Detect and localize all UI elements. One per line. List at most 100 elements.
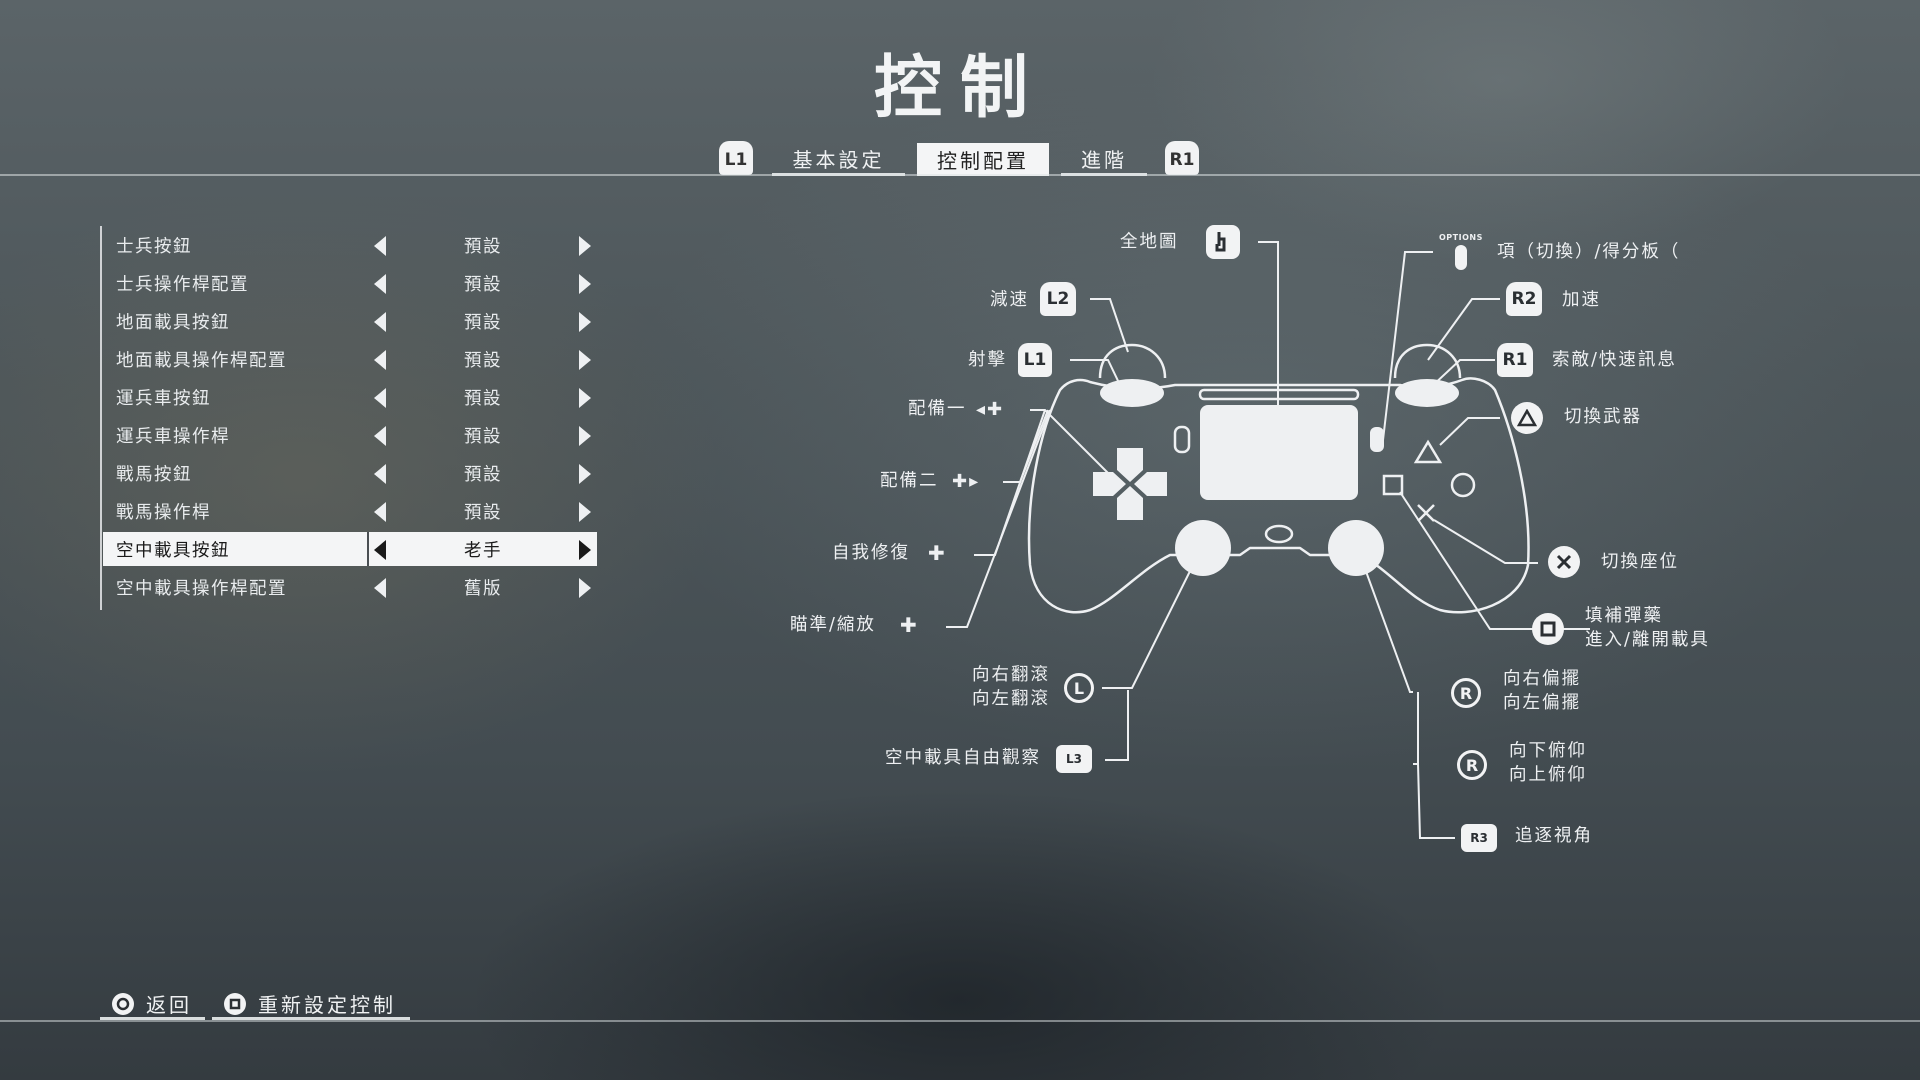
row-value: 預設: [464, 502, 502, 523]
row-label: 士兵按鈕: [116, 236, 192, 257]
arrow-right-icon[interactable]: [579, 464, 591, 484]
row-label: 運兵車操作桿: [116, 426, 230, 447]
menu-row-transport-sticks[interactable]: 運兵車操作桿 預設: [103, 418, 597, 452]
label-pitch-up: 向上俯仰: [1509, 765, 1587, 785]
row-value: 預設: [464, 464, 502, 485]
label-lstick-right: 向右翻滾: [972, 665, 1050, 685]
tab-prev-l1-badge[interactable]: L1: [719, 141, 753, 175]
label-lstick-left: 向左翻滾: [972, 689, 1050, 709]
row-label: 士兵操作桿配置: [116, 274, 249, 295]
menu-row-horse-sticks[interactable]: 戰馬操作桿 預設: [103, 494, 597, 528]
leader-r1: [1429, 359, 1495, 389]
reset-label: 重新設定控制: [258, 993, 396, 1017]
row-value: 預設: [464, 388, 502, 409]
arrow-right-icon[interactable]: [579, 236, 591, 256]
label-l2: 減速: [990, 290, 1029, 310]
square-button-shape: [1382, 474, 1404, 496]
arrow-left-icon[interactable]: [374, 274, 386, 294]
menu-row-soldier-sticks[interactable]: 士兵操作桿配置 預設: [103, 266, 597, 300]
leader-rstick: [1359, 554, 1413, 693]
row-value: 舊版: [464, 578, 502, 599]
back-button[interactable]: 返回: [100, 990, 205, 1020]
arrow-right-icon[interactable]: [579, 388, 591, 408]
leader-cross: [1433, 519, 1538, 564]
dpad-left-icon: ◂✚: [976, 399, 1005, 420]
arrow-right-icon[interactable]: [579, 426, 591, 446]
right-stick-shape: [1328, 520, 1384, 576]
l3-badge-icon: L3: [1056, 745, 1092, 773]
row-value: 預設: [464, 350, 502, 371]
menu-row-ground-vehicle-sticks[interactable]: 地面載具操作桿配置 預設: [103, 342, 597, 376]
arrow-left-icon[interactable]: [374, 578, 386, 598]
arrow-right-icon[interactable]: [579, 350, 591, 370]
l1-bumper-shape: [1100, 379, 1164, 407]
arrow-right-icon[interactable]: [579, 312, 591, 332]
cross-button-shape: [1417, 504, 1435, 522]
r1-badge-icon: R1: [1497, 343, 1533, 377]
menu-row-ground-vehicle-buttons[interactable]: 地面載具按鈕 預設: [103, 304, 597, 338]
menu-row-air-vehicle-buttons[interactable]: 空中載具按鈕 老手: [103, 532, 597, 566]
arrow-left-icon[interactable]: [374, 350, 386, 370]
label-r3: 追逐視角: [1515, 826, 1593, 846]
row-value: 預設: [464, 236, 502, 257]
arrow-left-icon[interactable]: [374, 312, 386, 332]
footer-divider: [0, 1020, 1920, 1022]
row-divider: [367, 532, 369, 566]
right-stick-pitch-icon: R: [1457, 750, 1487, 780]
label-yaw-left: 向左偏擺: [1503, 693, 1581, 713]
arrow-left-icon[interactable]: [374, 388, 386, 408]
arrow-left-icon[interactable]: [374, 464, 386, 484]
menu-row-transport-buttons[interactable]: 運兵車按鈕 預設: [103, 380, 597, 414]
leader-dpad-down: [946, 409, 1051, 628]
arrow-right-icon[interactable]: [579, 578, 591, 598]
circle-button-shape: [1450, 472, 1476, 498]
row-label: 地面載具按鈕: [116, 312, 230, 333]
arrow-left-icon[interactable]: [374, 236, 386, 256]
leader-r2: [1427, 298, 1500, 361]
left-stick-icon: L: [1064, 673, 1094, 703]
label-r1: 索敵/快速訊息: [1552, 350, 1677, 370]
menu-row-soldier-buttons[interactable]: 士兵按鈕 預設: [103, 228, 597, 262]
menu-row-horse-buttons[interactable]: 戰馬按鈕 預設: [103, 456, 597, 490]
page-title: 控制: [873, 49, 1046, 128]
arrow-left-icon[interactable]: [374, 540, 386, 560]
triangle-button-shape: [1413, 439, 1443, 464]
reset-controls-button[interactable]: 重新設定控制: [212, 990, 410, 1020]
r3-badge-icon: R3: [1461, 824, 1497, 852]
label-r2: 加速: [1562, 290, 1601, 310]
row-value: 預設: [464, 312, 502, 333]
arrow-left-icon[interactable]: [374, 502, 386, 522]
l2-trigger-shape: [1098, 343, 1167, 379]
triangle-button-icon: [1511, 402, 1543, 434]
controller-outline: [1027, 377, 1530, 614]
arrow-left-icon[interactable]: [374, 426, 386, 446]
leader-touchpad: [1258, 241, 1279, 440]
leader-triangle: [1439, 417, 1500, 446]
r2-badge-icon: R2: [1506, 282, 1542, 316]
leader-options: [1382, 251, 1433, 441]
row-value: 預設: [464, 274, 502, 295]
label-dpad-up: 自我修復: [832, 543, 910, 563]
ps-button-shape: [1264, 524, 1294, 544]
square-button-icon: [1532, 613, 1564, 645]
label-dpad-down: 瞄準/縮放: [790, 615, 876, 635]
arrow-right-icon[interactable]: [579, 502, 591, 522]
l2-badge-icon: L2: [1040, 282, 1076, 316]
menu-row-air-vehicle-sticks[interactable]: 空中載具操作桿配置 舊版: [103, 570, 597, 604]
leader-l3: [1105, 690, 1129, 761]
dpad-down-icon: ✚: [900, 613, 919, 637]
arrow-right-icon[interactable]: [579, 274, 591, 294]
row-label: 戰馬操作桿: [116, 502, 211, 523]
tab-next-r1-badge[interactable]: R1: [1165, 141, 1199, 175]
right-stick-yaw-icon: R: [1451, 678, 1481, 708]
dpad-right-icon: ✚▸: [952, 471, 981, 492]
leader-lstick: [1102, 554, 1199, 689]
menu-left-border: [100, 226, 102, 610]
label-pitch-down: 向下俯仰: [1509, 741, 1587, 761]
r2-trigger-shape: [1393, 343, 1462, 379]
options-button-shape: [1370, 427, 1384, 452]
tab-control-layout[interactable]: 控制配置: [917, 143, 1049, 176]
share-button-shape: [1173, 425, 1191, 454]
arrow-right-icon[interactable]: [579, 540, 591, 560]
